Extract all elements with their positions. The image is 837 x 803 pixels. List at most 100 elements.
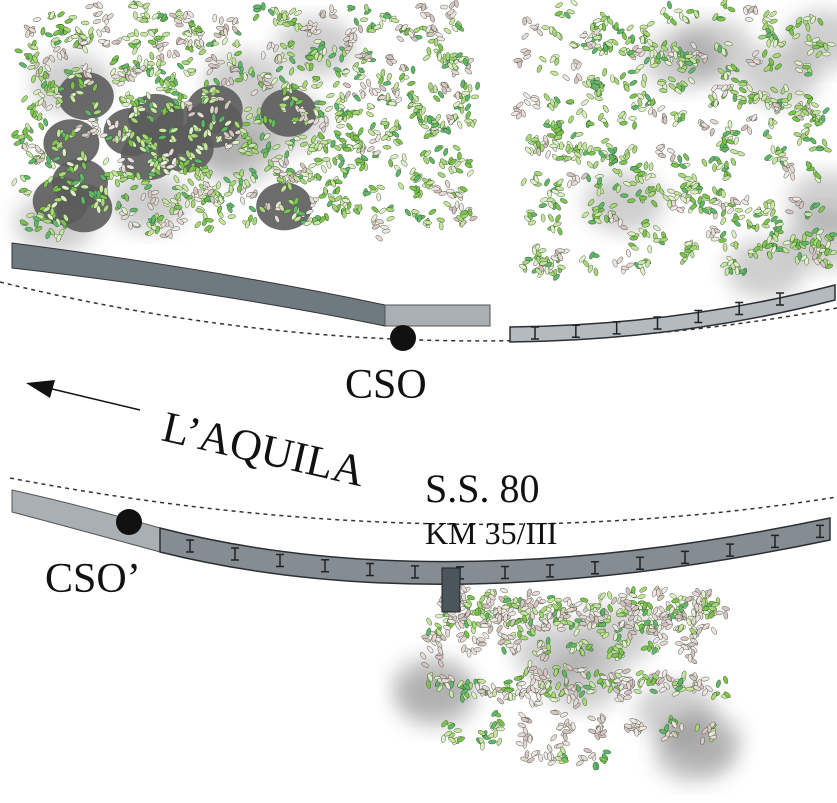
leaf bbox=[797, 137, 803, 146]
leaf bbox=[540, 213, 546, 223]
leaf bbox=[465, 103, 471, 111]
leaf bbox=[135, 172, 141, 181]
leaf bbox=[520, 178, 527, 186]
shadow-blob bbox=[788, 172, 837, 233]
km-label: KM 35/III bbox=[425, 515, 557, 551]
leaf bbox=[624, 690, 633, 695]
leaf bbox=[216, 205, 222, 214]
leaf bbox=[185, 199, 190, 209]
leaf bbox=[674, 8, 683, 14]
leaf bbox=[433, 95, 441, 102]
leaf bbox=[142, 2, 150, 10]
leaf bbox=[64, 18, 73, 24]
leaf bbox=[273, 44, 279, 53]
leaf bbox=[111, 74, 120, 79]
leaf bbox=[317, 53, 323, 63]
leaf bbox=[770, 201, 775, 210]
leaf bbox=[289, 56, 296, 64]
shadow-blob bbox=[396, 668, 477, 729]
leaf bbox=[127, 139, 134, 148]
leaf bbox=[386, 59, 393, 66]
leaf bbox=[722, 243, 728, 252]
leaf bbox=[388, 101, 397, 106]
leaf bbox=[667, 199, 672, 209]
leaf bbox=[372, 150, 382, 156]
leaf bbox=[480, 742, 485, 751]
leaf bbox=[121, 35, 130, 41]
leaf bbox=[769, 10, 777, 18]
leaf bbox=[193, 186, 198, 196]
leaf bbox=[722, 131, 731, 137]
leaf bbox=[121, 164, 126, 173]
leaf bbox=[358, 24, 363, 34]
leaf bbox=[357, 74, 366, 81]
leaf bbox=[626, 24, 634, 32]
leaf bbox=[175, 192, 181, 201]
leaf bbox=[279, 171, 288, 177]
leaf bbox=[271, 119, 276, 128]
leaf bbox=[659, 237, 668, 242]
leaf bbox=[815, 146, 824, 152]
leaf bbox=[344, 90, 351, 99]
leaf bbox=[44, 64, 51, 72]
leaf bbox=[187, 111, 196, 117]
leaf bbox=[282, 12, 287, 21]
leaf bbox=[400, 63, 406, 72]
leaf bbox=[11, 130, 19, 137]
leaf bbox=[380, 68, 386, 78]
leaf bbox=[410, 65, 416, 75]
leaf bbox=[550, 734, 558, 742]
leaf bbox=[278, 102, 288, 108]
leaf bbox=[174, 184, 183, 191]
leaf bbox=[553, 597, 563, 603]
leaf bbox=[321, 157, 331, 162]
leaf bbox=[341, 69, 350, 75]
leaf bbox=[451, 25, 459, 32]
leaf bbox=[121, 102, 131, 107]
leaf bbox=[170, 73, 175, 83]
leaf bbox=[423, 156, 429, 165]
leaf bbox=[92, 18, 101, 25]
leaf bbox=[310, 49, 318, 56]
leaf bbox=[566, 172, 575, 178]
leaf bbox=[823, 147, 832, 153]
leaf bbox=[623, 695, 632, 700]
leaf bbox=[125, 171, 134, 177]
leaf bbox=[516, 101, 524, 109]
leaf bbox=[27, 65, 36, 70]
leaf bbox=[375, 235, 383, 242]
leaf bbox=[746, 219, 753, 227]
leaf bbox=[150, 107, 158, 114]
leaf bbox=[263, 115, 268, 124]
leaf bbox=[182, 184, 189, 192]
leaf bbox=[173, 175, 180, 184]
leaf bbox=[346, 123, 353, 131]
leaf bbox=[454, 161, 462, 168]
leaf bbox=[526, 588, 532, 597]
leaf bbox=[282, 95, 290, 102]
leaf bbox=[362, 191, 371, 196]
leaf bbox=[364, 3, 369, 13]
leaf bbox=[128, 111, 136, 119]
leaf bbox=[296, 65, 305, 71]
leaf bbox=[680, 112, 686, 122]
leaf bbox=[126, 164, 135, 170]
leaf bbox=[46, 155, 51, 164]
leaf bbox=[231, 140, 241, 145]
leaf bbox=[438, 43, 444, 52]
leaf bbox=[338, 160, 345, 169]
leaf bbox=[734, 208, 743, 213]
leaf bbox=[586, 93, 595, 100]
leaf bbox=[57, 11, 65, 18]
leaf bbox=[344, 28, 352, 36]
leaf bbox=[204, 79, 209, 88]
leaf bbox=[629, 80, 638, 86]
leaf bbox=[792, 196, 801, 202]
leaf bbox=[395, 138, 403, 145]
leaf bbox=[766, 39, 771, 48]
leaf bbox=[627, 231, 636, 237]
leaf bbox=[128, 221, 133, 230]
leaf bbox=[153, 35, 162, 41]
leaf bbox=[793, 132, 802, 137]
leaf bbox=[136, 1, 144, 8]
